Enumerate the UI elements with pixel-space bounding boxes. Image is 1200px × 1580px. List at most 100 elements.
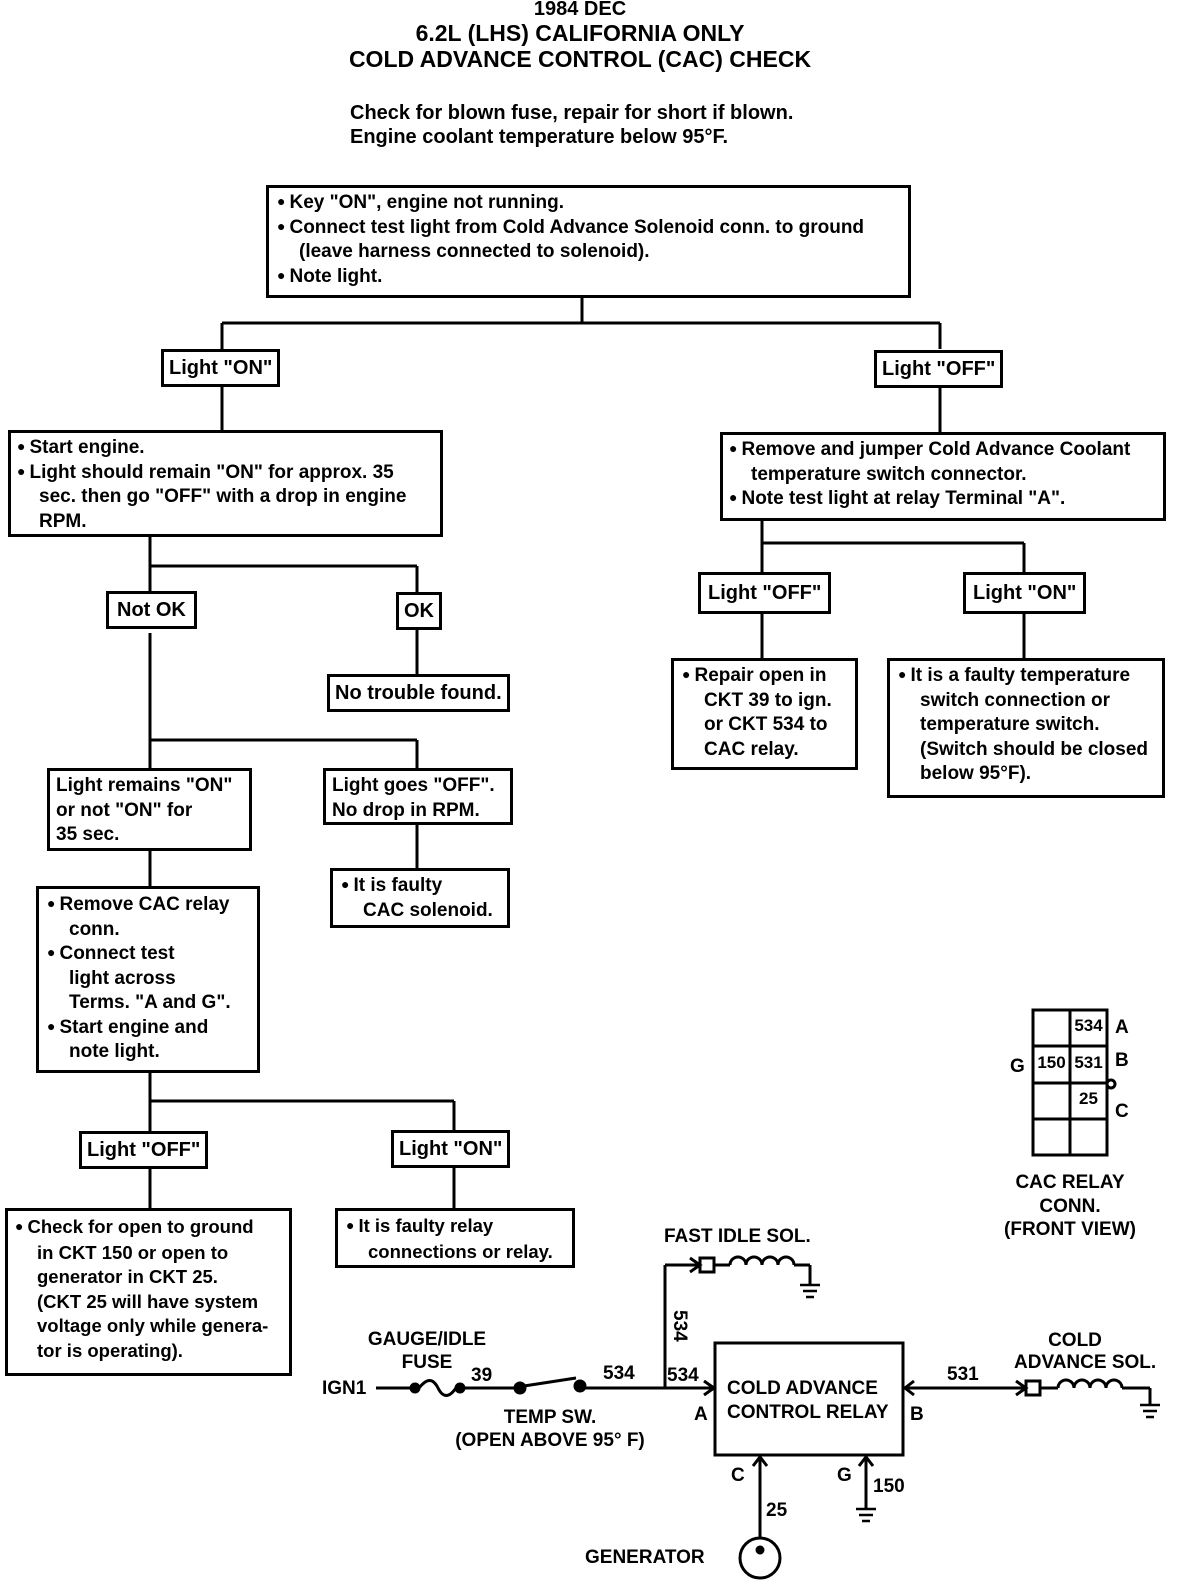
step-start-engine-note: Start engine and [47,1016,249,1041]
gauge-idle-fuse-label-1: GAUGE/IDLE [367,1329,487,1350]
title-line-2: COLD ADVANCE CONTROL (CAC) CHECK [348,46,812,72]
faulty-switch-line-5: below 95°F). [920,763,1032,784]
step-note-light: Note light. [277,265,900,290]
remove-relay-box: Remove CAC relay conn. Connect test ligh… [36,886,260,1073]
result-not-ok: Not OK [106,591,197,629]
wire-534-label: 534 [603,1363,635,1384]
faulty-solenoid-line-1: It is faulty [341,874,499,899]
faulty-switch-box: It is a faulty temperature switch connec… [887,658,1165,798]
light-remains-line-3: 35 sec. [56,824,120,845]
faulty-switch-line-3: temperature switch. [920,714,1100,735]
step-connect-test-across-2: light across [69,967,176,989]
faulty-relay-line-2: connections or relay. [368,1240,553,1262]
light-remains-line-2: or not "ON" for [56,799,193,821]
connector-caption-1: CAC RELAY [1015,1172,1125,1193]
right-light-on: Light "ON" [963,572,1087,614]
relay-body-line-1: COLD ADVANCE [727,1378,878,1399]
step-note-relay-terminal: Note test light at relay Terminal "A". [729,487,1157,512]
precondition-fuse: Check for blown fuse, repair for short i… [350,102,794,124]
connector-caption-2: CONN. [1039,1196,1101,1217]
faulty-relay-box: It is faulty relay connections or relay. [335,1208,575,1268]
relay-terminal-g: G [837,1465,852,1486]
branch-light-on: Light "ON" [161,349,281,387]
connector-cell-25: 25 [1079,1089,1098,1108]
step-start-engine: Start engine. [17,436,434,461]
wire-150-label: 150 [873,1476,905,1497]
faulty-switch-line-2: switch connection or [920,689,1111,711]
faulty-switch-line-4: (Switch should be closed [920,738,1149,760]
step-remove-and-jumper-cont: temperature switch connector. [751,463,1027,485]
cold-advance-solenoid-label-1: COLD [1048,1330,1102,1351]
repair-open-line-2: CKT 39 to ign. [704,689,832,711]
connector-pin-a: A [1115,1017,1129,1038]
jumper-switch-box: Remove and jumper Cold Advance Coolant t… [720,432,1166,521]
relay-terminal-b: B [910,1404,924,1425]
step-leave-harness: (leave harness connected to solenoid). [299,241,650,262]
repair-open-line-4: CAC relay. [704,738,799,760]
faulty-cac-solenoid-box: It is faulty CAC solenoid. [330,868,510,928]
generator-label: GENERATOR [585,1547,705,1568]
light-goes-off-box: Light goes "OFF". No drop in RPM. [323,768,513,825]
relay-terminal-c: C [731,1465,745,1486]
connector-caption-3: (FRONT VIEW) [1004,1219,1136,1240]
faulty-relay-line-1: It is faulty relay [346,1214,564,1240]
cold-advance-solenoid-label-2: ADVANCE SOL. [1014,1352,1157,1373]
date-code: 1984 DEC [533,0,627,20]
result-ok: OK [396,592,442,630]
connector-pin-c: C [1115,1101,1129,1122]
title-line-1: 6.2L (LHS) CALIFORNIA ONLY [415,20,745,46]
fast-idle-solenoid-label: FAST IDLE SOL. [664,1226,811,1247]
no-trouble-found-box: No trouble found. [327,674,510,712]
start-test-box: Key "ON", engine not running. Connect te… [266,185,911,298]
temp-switch-label-2: (OPEN ABOVE 95° F) [455,1430,645,1451]
connector-pin-b: B [1115,1050,1129,1071]
connector-cell-150: 150 [1037,1053,1066,1072]
right-light-off: Light "OFF" [698,572,832,614]
check-open-line-1: Check for open to ground [15,1215,282,1241]
step-light-should-remain-end: RPM. [39,510,87,532]
check-open-line-6: tor is operating). [37,1339,183,1361]
wire-534-relay-label: 534 [667,1365,699,1386]
step-connect-test-across-3: Terms. "A and G". [69,992,231,1013]
light-goes-off-line-1: Light goes "OFF". [332,775,495,796]
wire-531-label: 531 [947,1364,979,1385]
repair-open-line-1: Repair open in [682,664,847,689]
faulty-switch-line-1: It is a faulty temperature [898,664,1154,689]
connector-pin-g: G [1010,1056,1025,1077]
step-connect-test-across: Connect test [47,942,249,967]
generator-icon [740,1538,780,1578]
step-remove-cac-relay: Remove CAC relay [47,893,249,918]
branch-light-off: Light "OFF" [874,350,1004,388]
start-engine-box: Start engine. Light should remain "ON" f… [8,430,443,537]
step-start-engine-note-2: note light. [69,1041,160,1062]
step-connect-test-light: Connect test light from Cold Advance Sol… [277,216,900,241]
check-open-line-5: voltage only while genera- [37,1315,269,1336]
gauge-idle-fuse-label-2: FUSE [401,1352,453,1373]
repair-open-box: Repair open in CKT 39 to ign. or CKT 534… [671,658,858,770]
light-remains-on-box: Light remains "ON" or not "ON" for 35 se… [47,768,252,851]
step-light-should-remain-cont: sec. then go "OFF" with a drop in engine [39,486,407,507]
precondition-temperature: Engine coolant temperature below 95°F. [350,126,729,148]
step-remove-cac-relay-cont: conn. [69,918,120,940]
lower-light-on: Light "ON" [391,1130,511,1168]
connector-cell-531: 531 [1074,1053,1103,1072]
faulty-solenoid-line-2: CAC solenoid. [363,899,493,921]
wire-534-vertical-label: 534 [669,1310,690,1342]
check-open-circuit-box: Check for open to ground in CKT 150 or o… [5,1208,292,1376]
connector-cell-534: 534 [1074,1016,1103,1035]
step-remove-and-jumper: Remove and jumper Cold Advance Coolant [729,438,1157,463]
check-open-line-2: in CKT 150 or open to [37,1241,229,1263]
check-open-line-3: generator in CKT 25. [37,1266,218,1287]
light-remains-line-1: Light remains "ON" [56,775,233,796]
temp-switch-label-1: TEMP SW. [503,1407,597,1428]
light-goes-off-line-2: No drop in RPM. [332,799,480,821]
check-open-line-4: (CKT 25 will have system [37,1290,259,1312]
relay-body-line-2: CONTROL RELAY [727,1402,889,1423]
repair-open-line-3: or CKT 534 to [704,714,828,735]
ign1-label: IGN1 [322,1378,367,1399]
step-light-should-remain: Light should remain "ON" for approx. 35 [17,461,434,486]
relay-terminal-a: A [694,1404,708,1425]
lower-light-off: Light "OFF" [79,1131,209,1169]
